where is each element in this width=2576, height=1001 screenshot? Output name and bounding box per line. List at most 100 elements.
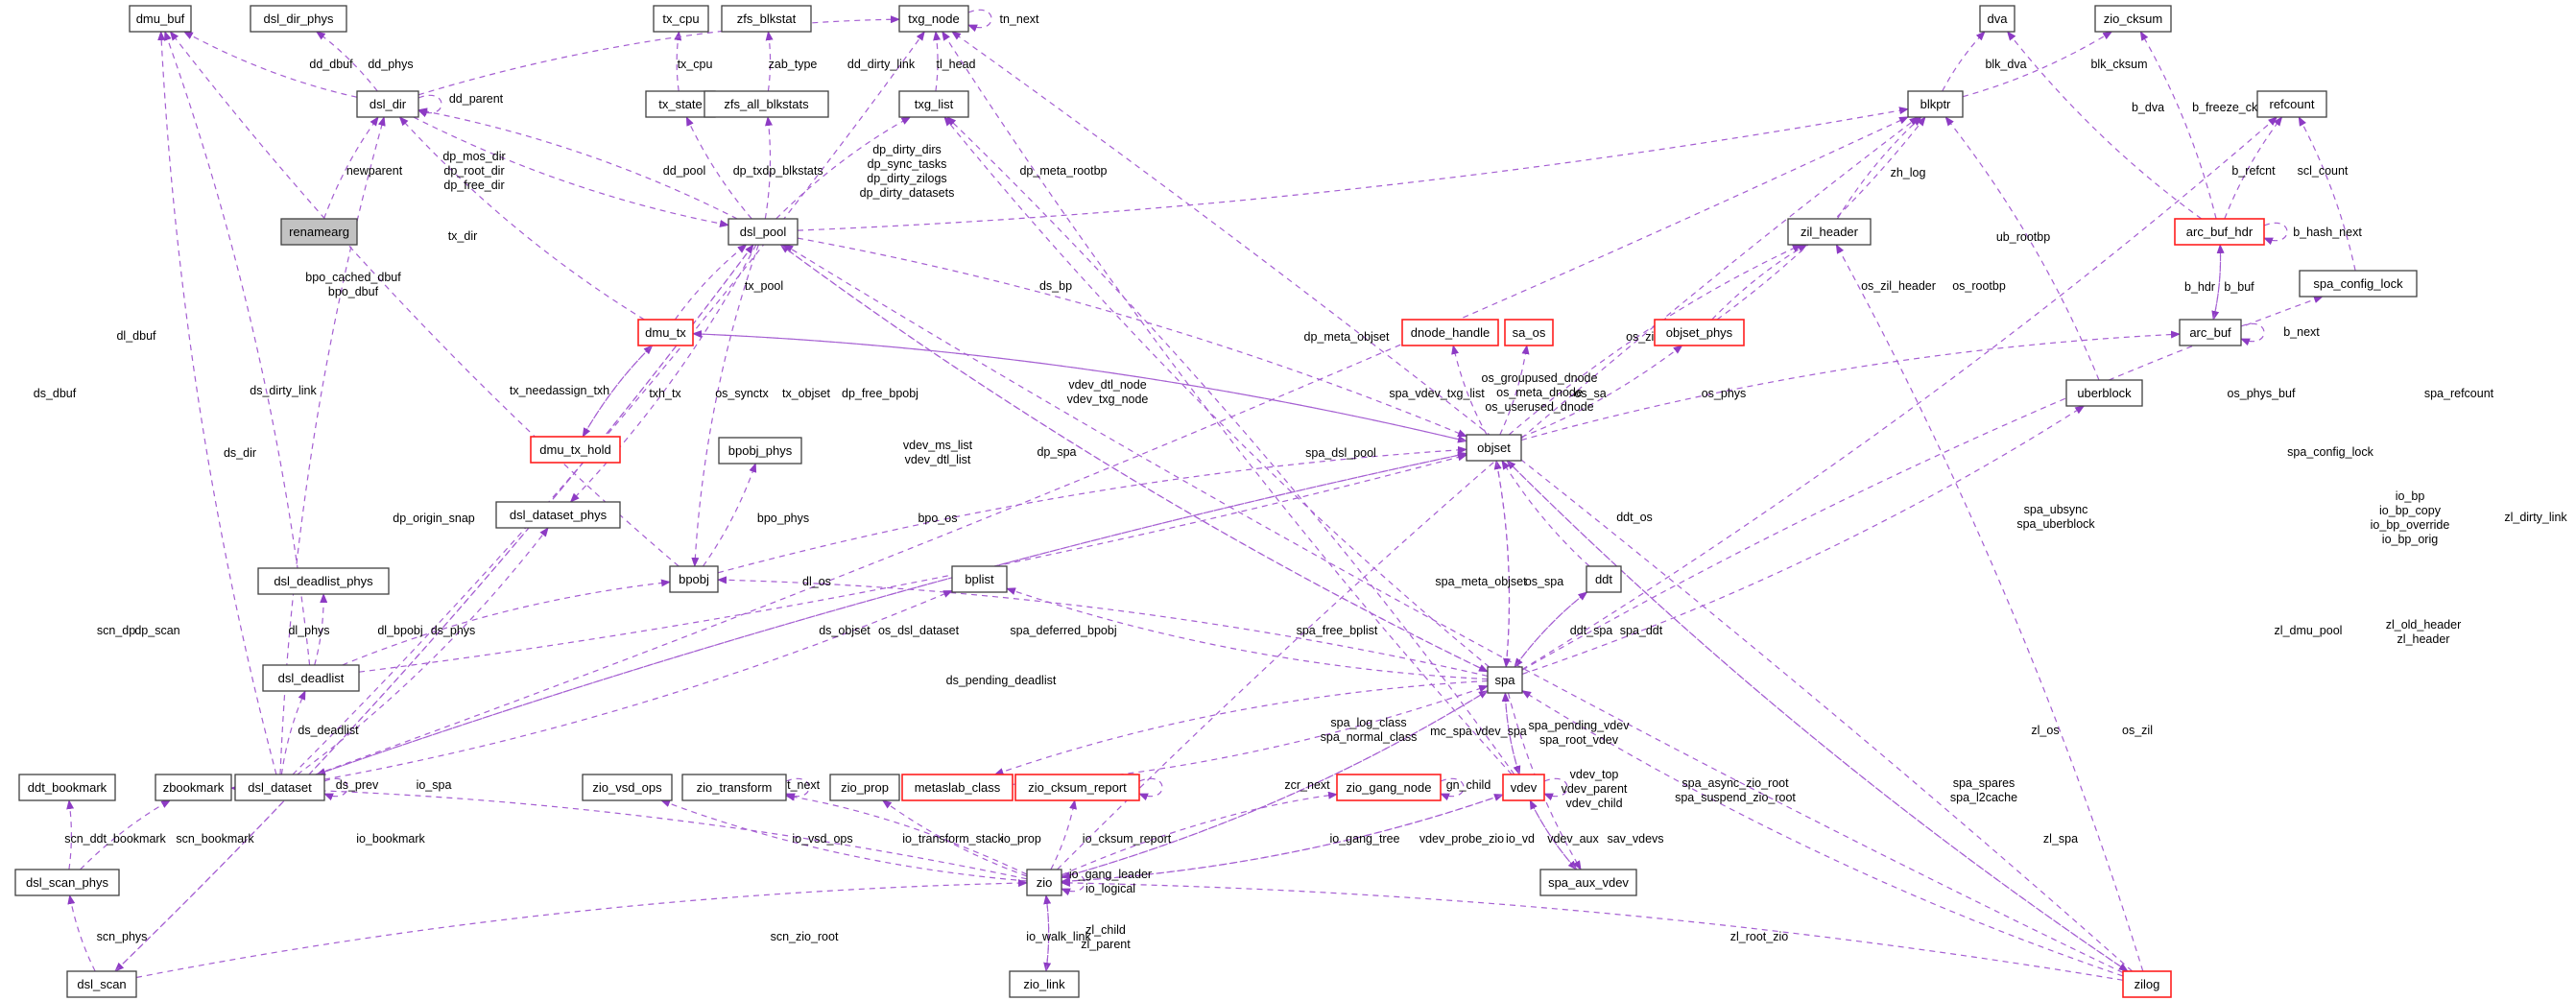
node-dsl_scan_phys[interactable]: dsl_scan_phys — [14, 869, 120, 896]
node-dsl_deadlist[interactable]: dsl_deadlist — [262, 664, 360, 692]
node-blkptr[interactable]: blkptr — [1907, 90, 1964, 118]
edge-vdev-to-spa — [1501, 692, 1520, 775]
node-zio[interactable]: zio — [1026, 869, 1062, 896]
edge-uberblock-to-blkptr — [1944, 116, 2100, 381]
edge-label-dd_dirty_link: dd_dirty_link — [847, 58, 916, 71]
node-sa_os[interactable]: sa_os — [1504, 319, 1554, 346]
node-label-blkptr: blkptr — [1920, 97, 1951, 111]
node-dmu_tx[interactable]: dmu_tx — [637, 319, 694, 346]
node-txg_node[interactable]: txg_node — [898, 5, 969, 33]
edge-dmu_tx-to-dsl_pool — [674, 244, 748, 321]
edge-label-ds_dirty_link: ds_dirty_link — [250, 384, 317, 397]
node-txg_list[interactable]: txg_list — [898, 90, 969, 118]
node-zio_link[interactable]: zio_link — [1009, 970, 1080, 998]
edge-txg_list-to-txg_node — [933, 31, 942, 92]
edge-spa-to-refcount — [1521, 116, 2278, 671]
node-zfs_blkstat[interactable]: zfs_blkstat — [721, 5, 812, 33]
node-dnode_handle[interactable]: dnode_handle — [1401, 319, 1499, 346]
node-refcount[interactable]: refcount — [2256, 90, 2327, 118]
edge-label-dp_free_bpobj: dp_free_bpobj — [842, 387, 918, 400]
node-dsl_deadlist_phys[interactable]: dsl_deadlist_phys — [257, 567, 390, 595]
node-objset_phys[interactable]: objset_phys — [1654, 319, 1745, 346]
node-zio_vsd_ops[interactable]: zio_vsd_ops — [582, 774, 673, 801]
edge-label-io_transform_stack: io_transform_stack — [902, 832, 1004, 846]
node-spa_config_lock[interactable]: spa_config_lock — [2299, 270, 2418, 298]
node-dsl_dir_phys[interactable]: dsl_dir_phys — [250, 5, 347, 33]
node-zil_header[interactable]: zil_header — [1787, 218, 1872, 246]
node-dsl_dataset[interactable]: dsl_dataset — [234, 774, 325, 801]
node-bpobj[interactable]: bpobj — [669, 565, 719, 593]
node-objset[interactable]: objset — [1466, 434, 1522, 462]
node-ddt_bookmark[interactable]: ddt_bookmark — [18, 774, 116, 801]
node-zio_cksum[interactable]: zio_cksum — [2094, 5, 2172, 33]
node-zilog[interactable]: zilog — [2122, 970, 2172, 998]
edge-label-spa_free_bplist: spa_free_bplist — [1297, 624, 1378, 637]
edge-label-os_zil_header: os_zil_header — [1861, 279, 1936, 293]
node-label-arc_buf: arc_buf — [2189, 325, 2231, 340]
node-zio_prop[interactable]: zio_prop — [829, 774, 900, 801]
edge-arc_buf-self — [2240, 322, 2265, 346]
edge-label-scn_dp: scn_dp — [97, 624, 135, 637]
node-zio_transform[interactable]: zio_transform — [681, 774, 787, 801]
edge-zio_transform-self — [785, 777, 810, 801]
edge-label-dl_bpobj: dl_bpobj — [377, 624, 422, 637]
node-label-tx_cpu: tx_cpu — [662, 12, 699, 26]
node-label-zio_vsd_ops: zio_vsd_ops — [592, 780, 662, 795]
node-ddt[interactable]: ddt — [1586, 565, 1622, 593]
node-arc_buf_hdr[interactable]: arc_buf_hdr — [2174, 218, 2265, 246]
edge-dsl_pool-to-txg_list — [775, 116, 912, 220]
node-label-uberblock: uberblock — [2077, 386, 2132, 400]
edge-vdev-to-spa_aux_vdev — [1529, 799, 1578, 870]
node-renamearg[interactable]: renamearg — [280, 218, 358, 246]
node-zbookmark[interactable]: zbookmark — [155, 774, 232, 801]
edge-zilog-to-txg_node — [951, 31, 2134, 972]
edge-label-bpo_os: bpo_os — [918, 512, 957, 525]
node-dmu_tx_hold[interactable]: dmu_tx_hold — [530, 436, 621, 464]
node-dva[interactable]: dva — [1979, 5, 2015, 33]
node-label-bpobj: bpobj — [679, 572, 709, 586]
node-metaslab_class[interactable]: metaslab_class — [901, 774, 1014, 801]
node-uberblock[interactable]: uberblock — [2065, 379, 2143, 407]
edge-dsl_scan_phys-to-zbookmark — [80, 799, 172, 870]
node-tx_state[interactable]: tx_state — [645, 90, 716, 118]
node-arc_buf[interactable]: arc_buf — [2179, 319, 2242, 346]
edge-ddt-to-objset — [1501, 460, 1590, 567]
node-bplist[interactable]: bplist — [951, 565, 1008, 593]
node-spa[interactable]: spa — [1487, 666, 1523, 694]
edge-label-dl_os: dl_os — [802, 575, 831, 588]
node-bpobj_phys[interactable]: bpobj_phys — [718, 437, 802, 465]
node-zio_cksum_report[interactable]: zio_cksum_report — [1014, 774, 1140, 801]
edge-label-io_cksum_report: io_cksum_report — [1083, 832, 1172, 846]
node-dsl_pool[interactable]: dsl_pool — [727, 218, 799, 246]
node-zio_gang_node[interactable]: zio_gang_node — [1336, 774, 1442, 801]
node-dsl_dataset_phys[interactable]: dsl_dataset_phys — [495, 501, 621, 529]
edge-label-dl_dbuf: dl_dbuf — [116, 329, 156, 343]
edge-dsl_dir-to-dsl_dir_phys — [315, 31, 378, 92]
edge-label-gn_child: gn_child — [1446, 778, 1491, 792]
node-vdev[interactable]: vdev — [1502, 774, 1545, 801]
node-dsl_scan[interactable]: dsl_scan — [66, 970, 137, 998]
edge-spa_aux_vdev-to-vdev — [1529, 799, 1578, 870]
node-zfs_all_blkstats[interactable]: zfs_all_blkstats — [704, 90, 829, 118]
edge-label-zl_spa: zl_spa — [2043, 832, 2078, 846]
edge-zilog-to-dsl_pool — [783, 244, 2124, 974]
node-dsl_dir[interactable]: dsl_dir — [356, 90, 419, 118]
edge-label-tl_head: tl_head — [936, 58, 975, 71]
edge-label-dp_meta_rootbp: dp_meta_rootbp — [1019, 164, 1107, 178]
node-label-dsl_scan_phys: dsl_scan_phys — [26, 875, 108, 890]
edge-zio-to-zio_transform — [785, 793, 1028, 875]
node-label-zilog: zilog — [2135, 977, 2160, 991]
edge-dsl_pool-to-bpobj — [691, 244, 759, 567]
node-tx_cpu[interactable]: tx_cpu — [653, 5, 709, 33]
edge-dmu_tx-to-dsl_dir — [398, 116, 645, 321]
node-dmu_buf[interactable]: dmu_buf — [129, 5, 192, 33]
edge-txg_node-self — [967, 9, 992, 33]
edge-label-b_next: b_next — [2283, 325, 2320, 339]
node-spa_aux_vdev[interactable]: spa_aux_vdev — [1539, 869, 1637, 896]
